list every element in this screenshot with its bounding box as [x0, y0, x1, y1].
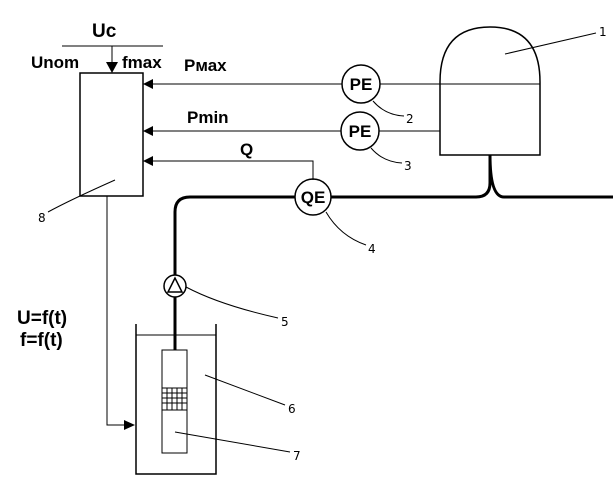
- q-signal-line: [143, 160, 314, 180]
- unom-label: Unom: [31, 53, 79, 72]
- callout-8: 8: [38, 211, 46, 225]
- pump-impeller-section: [161, 387, 188, 411]
- callout-3: 3: [404, 159, 412, 173]
- callout-leader-2: [372, 100, 405, 117]
- callout-leader-8: [47, 179, 116, 213]
- pe-sensor-bottom: [340, 111, 380, 151]
- callout-1: 1: [599, 25, 607, 39]
- check-valve-triangle: [166, 276, 184, 293]
- callout-6: 6: [288, 402, 296, 416]
- submersible-pump: [161, 349, 188, 454]
- fmax-label: fmax: [122, 53, 162, 72]
- pressure-tank: [439, 26, 541, 156]
- callout-leader-1: [504, 32, 597, 55]
- callout-5: 5: [281, 315, 289, 329]
- pe-sensor-top: [341, 64, 381, 104]
- callout-2: 2: [406, 112, 414, 126]
- callout-4: 4: [368, 242, 376, 256]
- pmin-arrow: [143, 126, 153, 136]
- f-function-label: f=f(t): [20, 330, 63, 351]
- callout-7: 7: [293, 449, 301, 463]
- control-output-arrow: [124, 420, 135, 430]
- main-pipeline: [173, 154, 613, 275]
- u-function-label: U=f(t): [17, 308, 67, 329]
- uc-label: Uc: [92, 21, 117, 42]
- callout-leader-3: [370, 147, 403, 164]
- pmin-label: Pmin: [187, 108, 229, 127]
- qe-flow-sensor: [294, 178, 332, 216]
- callout-leader-5: [185, 286, 279, 319]
- callout-leader-7: [174, 431, 291, 453]
- control-output-line: [106, 196, 125, 426]
- well-casing: [135, 324, 217, 475]
- callout-leader-6: [204, 374, 286, 406]
- pmax-arrow: [143, 79, 153, 89]
- pe-sensor-bottom-label: PE: [349, 122, 372, 141]
- controller-block: [79, 72, 144, 197]
- pmax-label: Pмах: [184, 56, 227, 75]
- callout-leader-4: [325, 211, 367, 246]
- q-label: Q: [240, 140, 253, 159]
- qe-flow-sensor-label: QE: [301, 188, 326, 207]
- impeller-grid: [162, 388, 187, 410]
- pe-sensor-top-label: PE: [350, 75, 373, 94]
- q-arrow: [143, 156, 153, 166]
- uc-arrow: [106, 62, 118, 73]
